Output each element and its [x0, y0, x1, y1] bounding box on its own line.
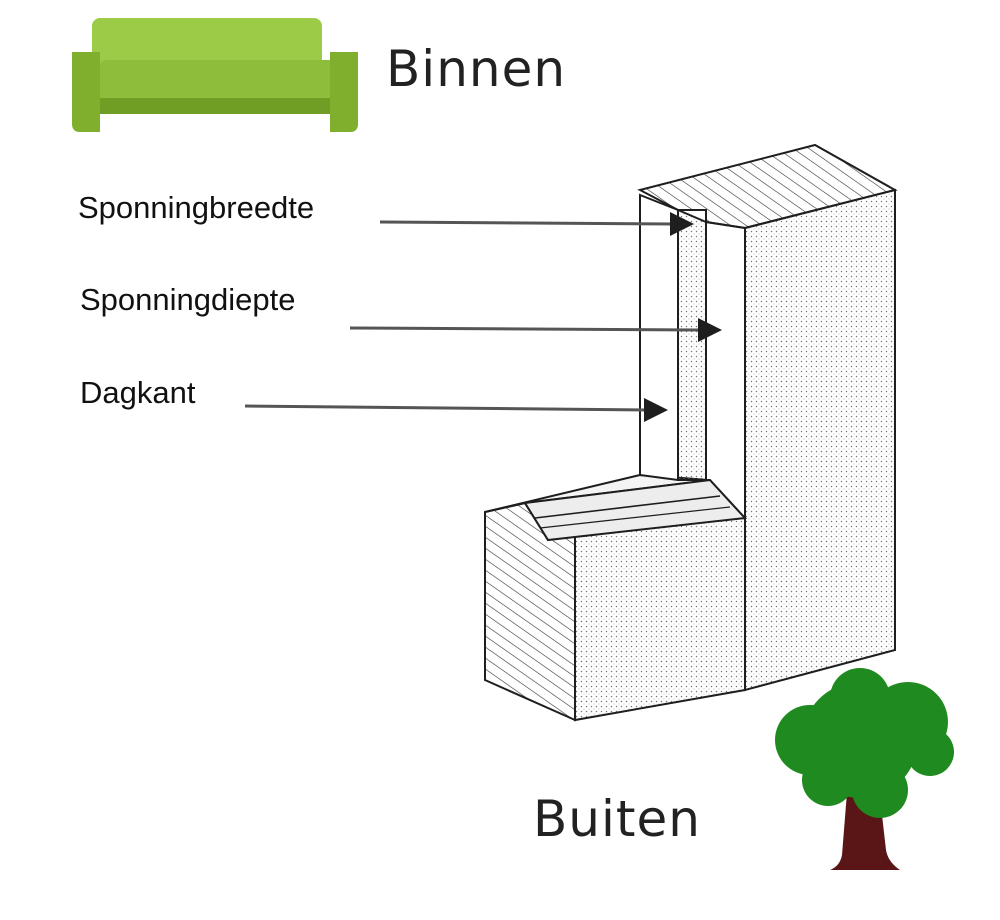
annotation-label-sponningdiepte: Sponningdiepte — [80, 282, 296, 317]
jamb-outer-face — [744, 188, 896, 692]
annotation-arrow-3 — [244, 398, 668, 422]
inside-label: Binnen — [386, 40, 567, 98]
annotation-arrow-1 — [379, 212, 694, 236]
jamb-top-section — [637, 143, 898, 230]
annotation-label-sponningbreedte: Sponningbreedte — [78, 190, 315, 225]
sill-front-face — [574, 516, 746, 722]
sofa-icon — [72, 18, 358, 132]
tree-icon — [775, 668, 954, 870]
annotation-label-dagkant: Dagkant — [80, 375, 196, 410]
annotation-arrow-2 — [349, 318, 722, 342]
outside-label: Buiten — [533, 790, 701, 848]
rebate-faces — [639, 193, 746, 521]
